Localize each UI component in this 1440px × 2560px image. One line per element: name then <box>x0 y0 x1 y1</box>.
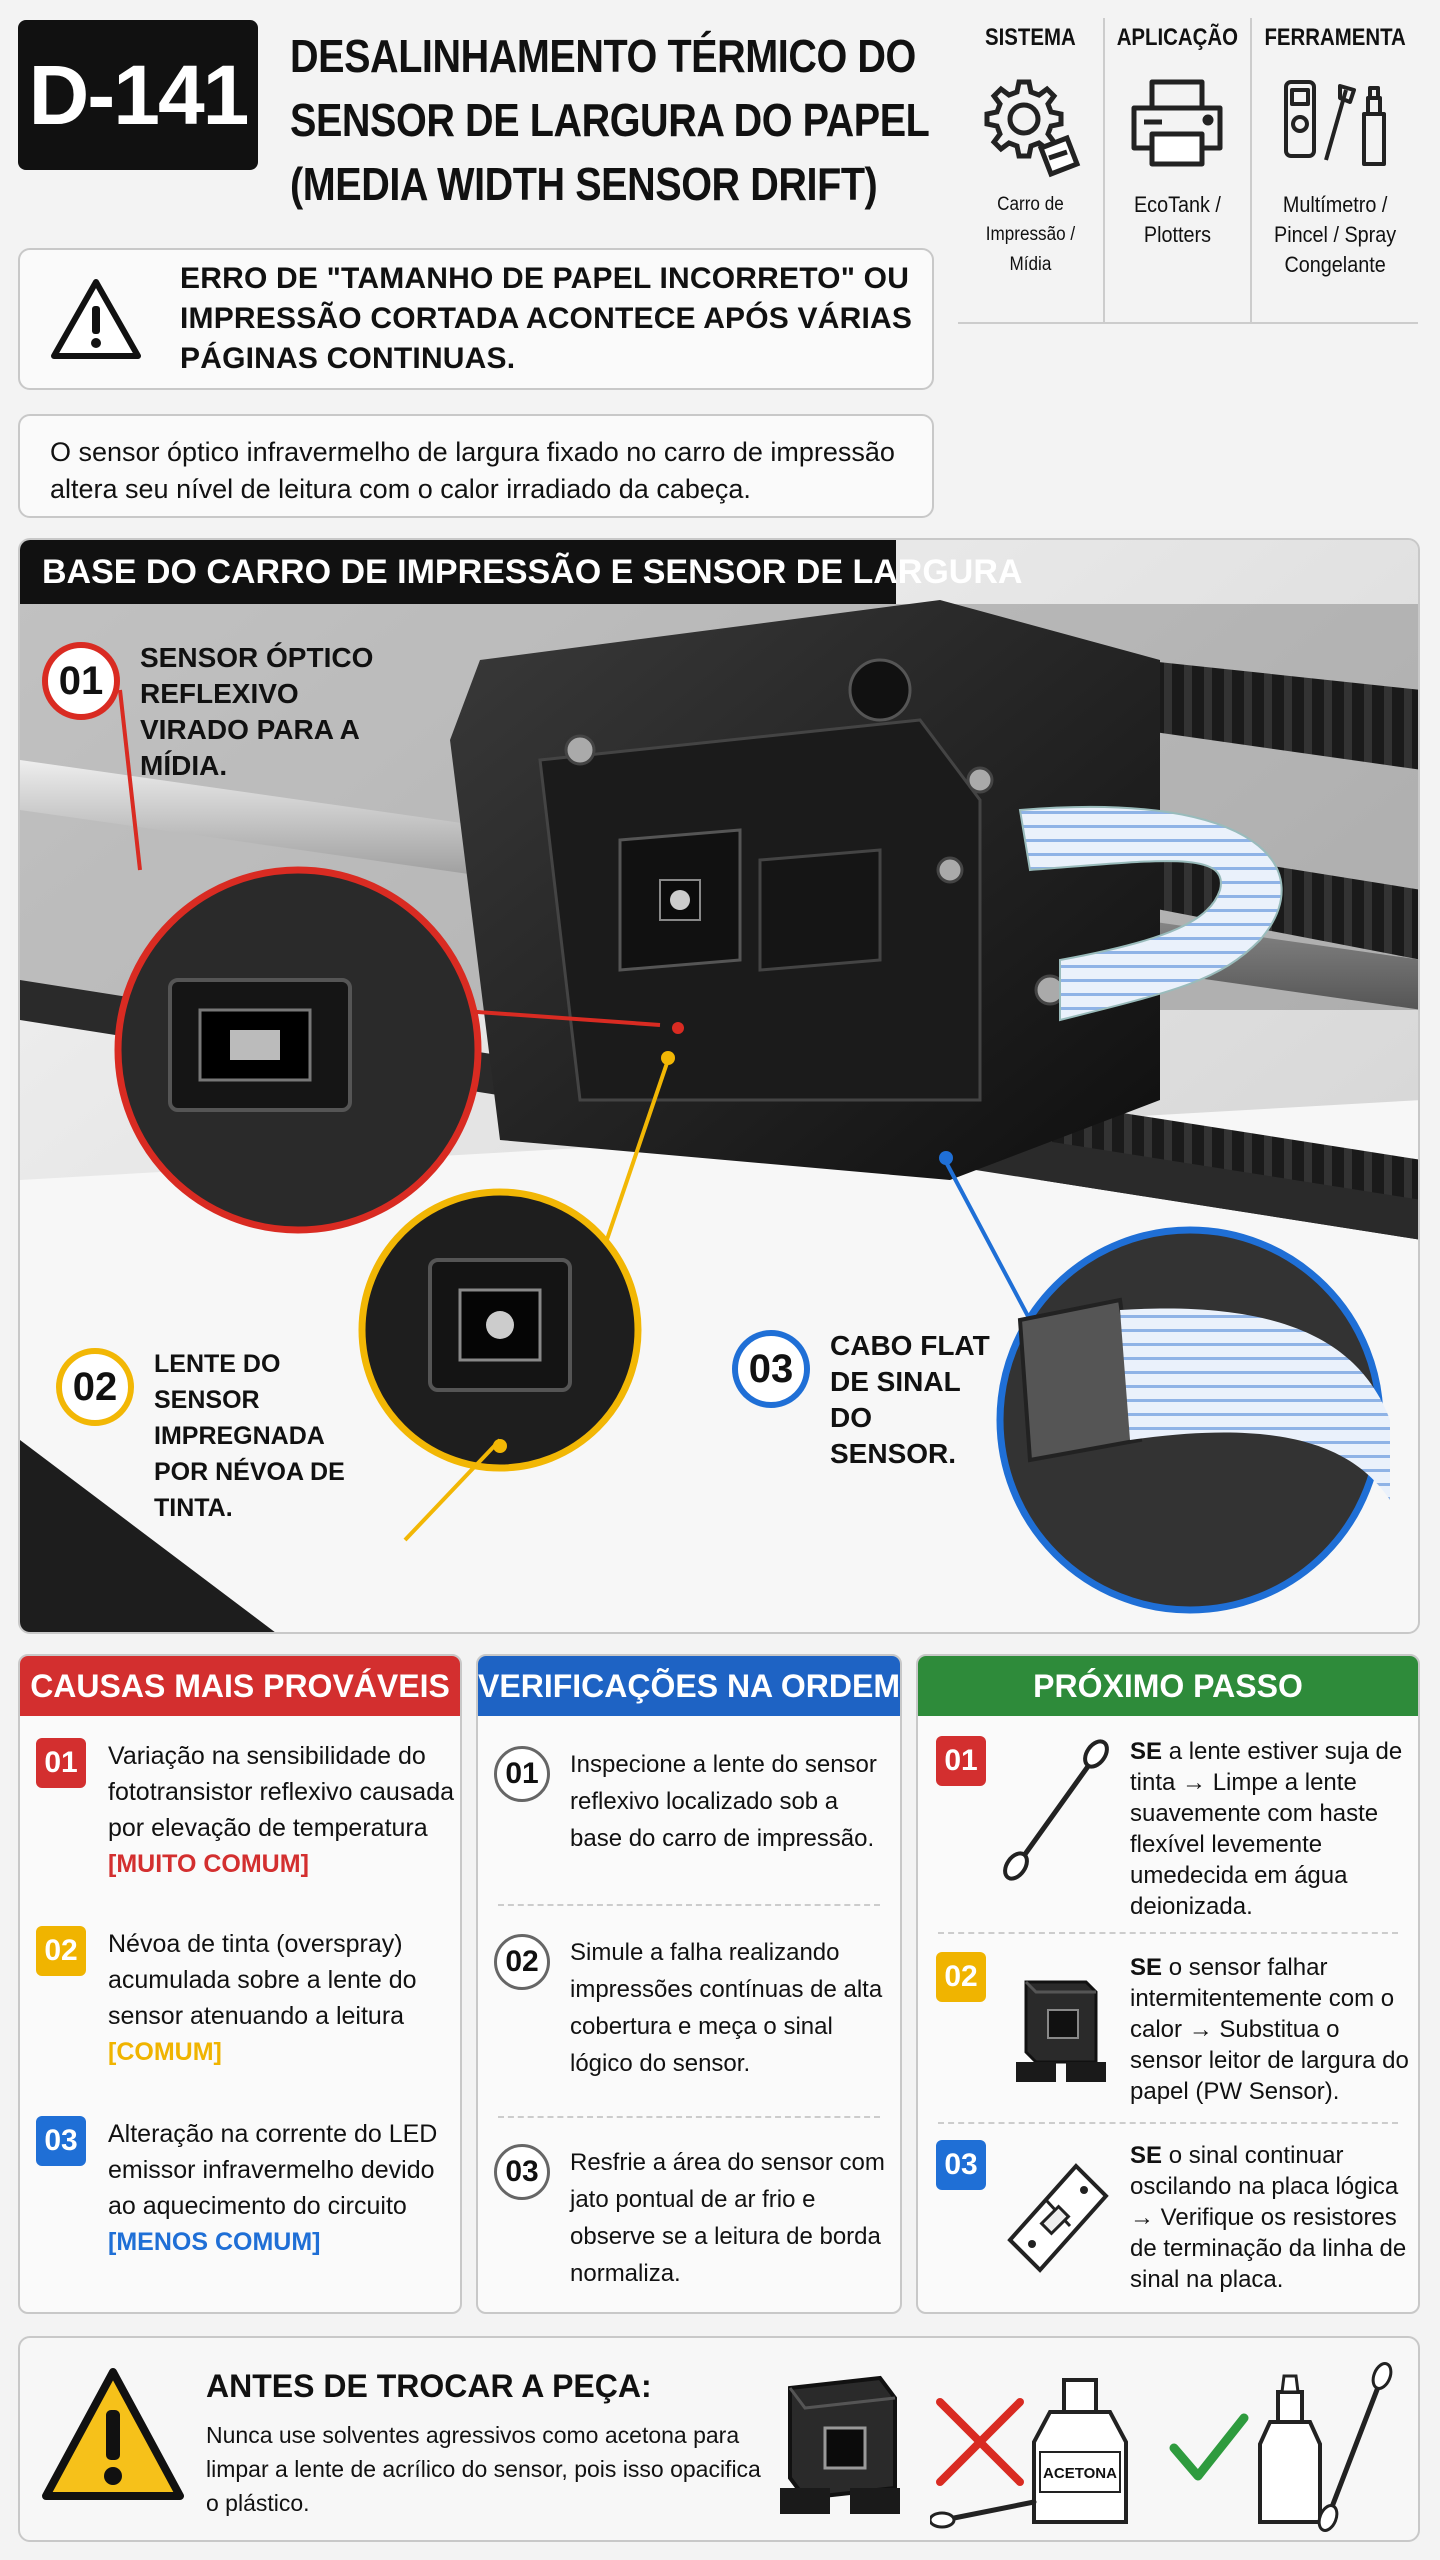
sensor-module-icon <box>1016 1980 1106 2082</box>
meta-tool-value: Multímetro / Pincel / Spray Congelante <box>1273 192 1396 277</box>
title-line-2: SENSOR DE LARGURA DO PAPEL <box>290 94 930 146</box>
callout-01-text: SENSOR ÓPTICO REFLEXIVO VIRADO PARA A MÍ… <box>140 642 374 781</box>
checks-divider-1 <box>498 1904 880 1906</box>
next-step-01: 01 SE a lente estiver suja de tinta → Li… <box>936 1736 1418 1922</box>
illustration-title: BASE DO CARRO DE IMPRESSÃO E SENSOR DE L… <box>20 540 1022 604</box>
cause-01-text: Variação na sensibilidade do fototransis… <box>108 1738 456 1882</box>
step-03-text: SE o sinal continuar oscilando na placa … <box>1130 2140 1410 2295</box>
next-step-02: 02 SE o sensor falhar intermitentemente … <box>936 1952 1418 2107</box>
checks-divider-2 <box>498 2116 880 2118</box>
multimeter-brush-spray-icon <box>1283 80 1386 166</box>
circuit-board-icon <box>1007 2163 1109 2273</box>
cause-item-01: 01 Variação na sensibilidade do fototran… <box>36 1738 456 1882</box>
callout-02: 02 LENTE DO SENSOR IMPREGNADA POR NÉVOA … <box>56 1348 384 1526</box>
check-03-text: Resfrie a área do sensor com jato pontua… <box>570 2149 885 2287</box>
cause-03-desc: Alteração na corrente do LED emissor inf… <box>108 2120 438 2220</box>
meta-application-value: EcoTank / Plotters <box>1133 192 1221 247</box>
callout-03: 03 CABO FLAT DE SINAL DO SENSOR. <box>732 1330 990 1472</box>
carriage-illustration: BASE DO CARRO DE IMPRESSÃO E SENSOR DE L… <box>18 538 1420 1634</box>
cause-03-text: Alteração na corrente do LED emissor inf… <box>108 2116 456 2260</box>
warning-box: ERRO DE "TAMANHO DE PAPEL INCORRETO" OU … <box>18 248 934 390</box>
check-03-badge: 03 <box>494 2144 550 2200</box>
callout-01: 01 SENSOR ÓPTICO REFLEXIVO VIRADO PARA A… <box>42 642 400 784</box>
next-divider-2 <box>938 2122 1398 2124</box>
callout-02-text: LENTE DO SENSOR IMPREGNADA POR NÉVOA DE … <box>154 1350 345 1522</box>
callout-03-text: CABO FLAT DE SINAL DO SENSOR. <box>830 1330 990 1469</box>
caution-triangle-icon <box>42 2368 184 2500</box>
cause-03-badge: 03 <box>36 2116 86 2166</box>
cause-02-badge: 02 <box>36 1926 86 1976</box>
meta-application-heading: APLICAÇÃO <box>1116 24 1238 51</box>
check-item-03: 03 Resfrie a área do sensor com jato pon… <box>494 2144 900 2292</box>
cause-01-tag: [MUITO COMUM] <box>108 1850 309 1878</box>
meta-tool: FERRAMENTA Multímetro / Pincel / Spray C… <box>1252 18 1418 322</box>
checks-heading: VERIFICAÇÕES NA ORDEM <box>478 1656 900 1716</box>
step-02-text: SE o sensor falhar intermitentemente com… <box>1130 1952 1410 2107</box>
bottom-title: ANTES DE TROCAR A PEÇA: <box>206 2368 652 2404</box>
callout-01-number: 01 <box>42 642 120 720</box>
cause-02-desc: Névoa de tinta (overspray) acumulada sob… <box>108 1930 417 2030</box>
cause-03-tag: [MENOS COMUM] <box>108 2228 321 2256</box>
callout-02-number: 02 <box>56 1348 134 1426</box>
bottom-warning-panel: ANTES DE TROCAR A PEÇA: Nunca use solven… <box>18 2336 1420 2542</box>
description-box: O sensor óptico infravermelho de largura… <box>18 414 934 518</box>
check-item-02: 02 Simule a falha realizando impressões … <box>494 1934 900 2082</box>
next-step-panel: PRÓXIMO PASSO 01 SE a lente estiver suja… <box>916 1654 1420 2314</box>
callout-03-number: 03 <box>732 1330 810 1408</box>
printer-icon <box>1131 79 1223 167</box>
warning-triangle-icon <box>51 279 141 359</box>
acetone-forbidden-icon: ACETONA <box>930 2378 1128 2529</box>
meta-system-heading: SISTEMA <box>985 24 1076 51</box>
check-01-badge: 01 <box>494 1746 550 1802</box>
next-step-03: 03 SE o sinal continuar oscilando na pla… <box>936 2140 1418 2295</box>
gear-paper-icon <box>984 79 1081 178</box>
cause-01-badge: 01 <box>36 1738 86 1788</box>
causes-panel: CAUSAS MAIS PROVÁVEIS 01 Variação na sen… <box>18 1654 462 2314</box>
next-divider-1 <box>938 1932 1398 1934</box>
meta-tool-heading: FERRAMENTA <box>1264 24 1406 51</box>
step-01-lead: SE <box>1130 1738 1163 1765</box>
meta-system-value: Carro de Impressão / Mídia <box>985 194 1076 275</box>
check-02-badge: 02 <box>494 1934 550 1990</box>
meta-table: SISTEMA Carro de Impressão / Mídia APLIC… <box>958 18 1418 324</box>
check-02-text: Simule a falha realizando impressões con… <box>570 1939 883 2077</box>
step-03-lead: SE <box>1130 2142 1163 2169</box>
step-03-desc: o sinal continuar oscilando na placa lóg… <box>1130 2142 1407 2293</box>
checks-panel: VERIFICAÇÕES NA ORDEM 01 Inspecione a le… <box>476 1654 902 2314</box>
error-code-badge: D-141 <box>18 20 258 170</box>
acetone-label: ACETONA <box>1043 2465 1117 2482</box>
allowed-check-icon <box>1169 2362 1393 2532</box>
cause-item-02: 02 Névoa de tinta (overspray) acumulada … <box>36 1926 456 2070</box>
page-title: DESALINHAMENTO TÉRMICO DO SENSOR DE LARG… <box>290 24 930 216</box>
cause-item-03: 03 Alteração na corrente do LED emissor … <box>36 2116 456 2260</box>
carriage-scene <box>20 540 1418 1632</box>
meta-application: APLICAÇÃO EcoTank / Plotters <box>1105 18 1252 322</box>
check-01-text: Inspecione a lente do sensor reflexivo l… <box>570 1751 877 1852</box>
step-02-lead: SE <box>1130 1954 1163 1981</box>
step-01-desc: a lente estiver suja de tinta → Limpe a … <box>1130 1738 1403 1920</box>
causes-heading: CAUSAS MAIS PROVÁVEIS <box>20 1656 460 1716</box>
step-03-badge: 03 <box>936 2140 986 2190</box>
warning-text: ERRO DE "TAMANHO DE PAPEL INCORRETO" OU … <box>180 262 913 375</box>
step-02-desc: o sensor falhar intermitentemente com o … <box>1130 1954 1409 2105</box>
title-line-3: (MEDIA WIDTH SENSOR DRIFT) <box>290 158 878 210</box>
cause-02-text: Névoa de tinta (overspray) acumulada sob… <box>108 1926 456 2070</box>
cause-01-desc: Variação na sensibilidade do fototransis… <box>108 1742 455 1842</box>
next-step-heading: PRÓXIMO PASSO <box>918 1656 1418 1716</box>
step-01-badge: 01 <box>936 1736 986 1786</box>
cause-02-tag: [COMUM] <box>108 2038 222 2066</box>
step-02-badge: 02 <box>936 1952 986 2002</box>
step-01-text: SE a lente estiver suja de tinta → Limpe… <box>1130 1736 1410 1922</box>
meta-system: SISTEMA Carro de Impressão / Mídia <box>958 18 1105 322</box>
bottom-text: Nunca use solventes agressivos como acet… <box>206 2422 761 2516</box>
check-item-01: 01 Inspecione a lente do sensor reflexiv… <box>494 1746 900 1857</box>
sensor-part-icon <box>780 2375 900 2514</box>
title-line-1: DESALINHAMENTO TÉRMICO DO <box>290 30 916 82</box>
cotton-swab-icon <box>1003 1739 1109 1881</box>
